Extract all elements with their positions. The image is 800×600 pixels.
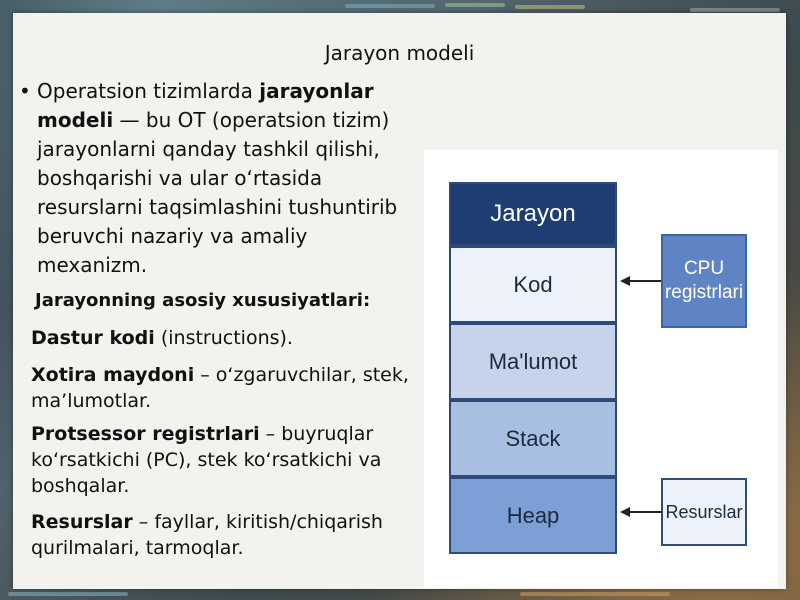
cpu-registers-box: CPU registrlari: [661, 234, 747, 328]
arrow-cpu-to-kod: [620, 276, 661, 286]
property-item: Resurslar – fayllar, kiritish/chiqarish …: [31, 509, 411, 561]
arrow-resources-to-heap: [620, 507, 661, 517]
background-decoration: [8, 592, 128, 596]
property-item: Dastur kodi (instructions).: [31, 325, 411, 351]
property-description: – fayllar, kiritish/chiqarish qurilmalar…: [31, 511, 383, 559]
background-decoration: [445, 3, 505, 7]
property-description: – buyruqlar koʻrsatkichi (PC), stek koʻr…: [31, 423, 382, 497]
bullet-text-part: — bu OT (operatsion tizim) jarayonlarni …: [37, 108, 398, 277]
section-kod: Kod: [449, 246, 617, 323]
background-decoration: [515, 5, 585, 9]
background-decoration: [520, 592, 670, 596]
property-description: – oʻzgaruvchilar, stek, ma’lumotlar.: [31, 364, 409, 412]
bullet-text: Operatsion tizimlarda jarayonlar modeli …: [19, 77, 419, 280]
property-term: Dastur kodi: [31, 327, 155, 349]
property-term: Resurslar: [31, 511, 133, 533]
bullet-bold-term: jarayonlar modeli: [37, 79, 374, 132]
section-stack: Stack: [449, 400, 617, 477]
resources-box: Resurslar: [661, 478, 747, 546]
subheading: Jarayonning asosiy xususiyatlari:: [35, 290, 371, 311]
diagram-header: Jarayon: [449, 182, 617, 246]
property-item: Xotira maydoni – oʻzgaruvchilar, stek, m…: [31, 362, 411, 414]
slide-title: Jarayon modeli: [324, 41, 475, 65]
process-diagram: Jarayon Kod Ma'lumot Stack Heap CPU regi…: [424, 150, 778, 588]
background-decoration: [690, 8, 780, 12]
property-term: Xotira maydoni: [31, 364, 195, 386]
property-term: Protsessor registrlari: [31, 423, 260, 445]
bullet-text-part: Operatsion tizimlarda: [37, 79, 260, 103]
slide: Jarayon modeli • Operatsion tizimlarda j…: [13, 13, 786, 589]
section-heap: Heap: [449, 477, 617, 554]
bullet-icon: •: [19, 79, 31, 103]
background-decoration: [345, 4, 435, 8]
property-item: Protsessor registrlari – buyruqlar koʻrs…: [31, 421, 411, 499]
property-description: (instructions).: [154, 327, 293, 349]
intro-bullet: • Operatsion tizimlarda jarayonlar model…: [19, 77, 419, 280]
section-malumot: Ma'lumot: [449, 323, 617, 400]
